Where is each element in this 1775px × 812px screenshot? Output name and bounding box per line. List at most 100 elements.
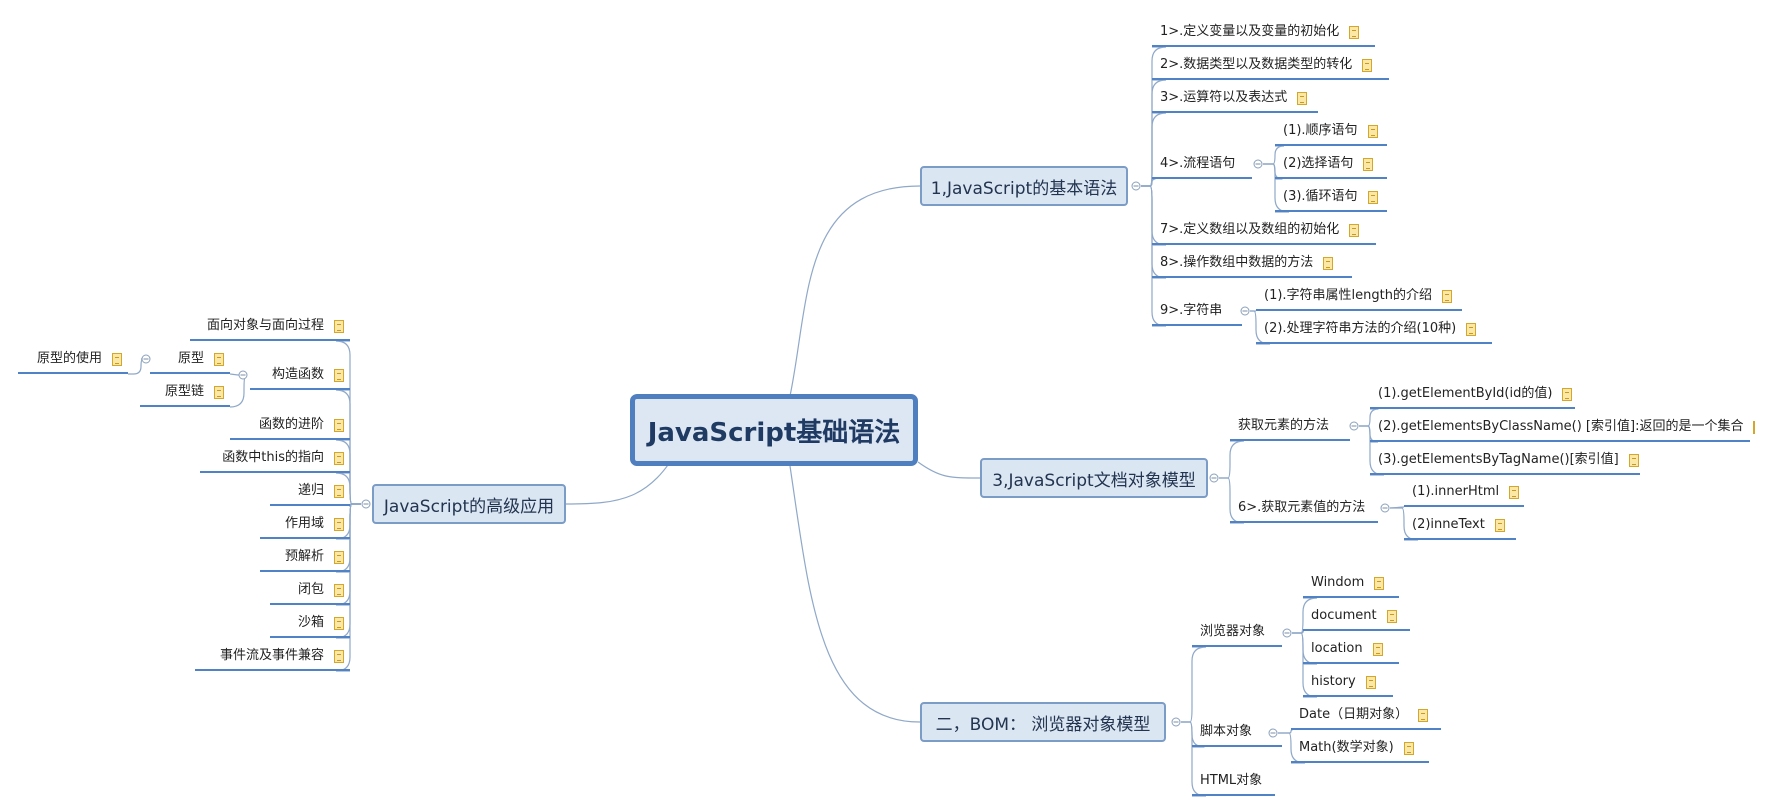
leaf-windom[interactable]: Windom — [1303, 569, 1399, 598]
collapse-icon[interactable] — [1171, 717, 1181, 727]
collapse-icon[interactable] — [1349, 421, 1359, 431]
note-icon[interactable] — [1323, 257, 1334, 270]
collapse-icon[interactable] — [1253, 159, 1263, 169]
note-icon[interactable] — [334, 617, 344, 630]
collapse-icon[interactable] — [141, 354, 151, 364]
collapse-icon[interactable] — [1380, 503, 1390, 513]
connector-browser-objects — [1292, 597, 1318, 634]
note-icon[interactable] — [334, 551, 344, 564]
note-icon[interactable] — [1365, 676, 1376, 689]
leaf-select-statement[interactable]: (2)选择语句 — [1275, 150, 1387, 179]
note-icon[interactable] — [1386, 610, 1397, 623]
note-icon[interactable] — [334, 369, 344, 382]
leaf-array-methods[interactable]: 8>.操作数组中数据的方法 — [1152, 249, 1352, 278]
collapse-icon[interactable] — [1131, 181, 1141, 191]
note-icon[interactable] — [1509, 486, 1520, 499]
note-icon[interactable] — [334, 320, 344, 333]
leaf-operators[interactable]: 3>.运算符以及表达式 — [1152, 84, 1318, 113]
collapse-icon[interactable] — [238, 370, 248, 380]
leaf-document[interactable]: document — [1303, 602, 1410, 631]
leaf-event-flow[interactable]: 事件流及事件兼容 — [195, 642, 350, 671]
leaf-get-elements[interactable]: 获取元素的方法 — [1230, 412, 1350, 441]
note-icon[interactable] — [334, 518, 344, 531]
note-icon[interactable] — [214, 353, 224, 366]
leaf-define-variables[interactable]: 1>.定义变量以及变量的初始化 — [1152, 18, 1375, 47]
leaf-browser-objects[interactable]: 浏览器对象 — [1192, 618, 1282, 647]
note-icon[interactable] — [214, 386, 224, 399]
note-icon[interactable] — [1753, 421, 1756, 434]
note-icon[interactable] — [1562, 388, 1573, 401]
note-icon[interactable] — [334, 419, 344, 432]
note-icon[interactable] — [1494, 519, 1505, 532]
note-icon[interactable] — [334, 584, 344, 597]
leaf-date-object[interactable]: Date（日期对象） — [1291, 701, 1441, 730]
leaf-string-length[interactable]: (1).字符串属性length的介绍 — [1256, 282, 1462, 311]
leaf-scope[interactable]: 作用域 — [260, 510, 350, 539]
topic-bom[interactable]: 二，BOM： 浏览器对象模型 — [920, 702, 1166, 742]
note-icon[interactable] — [1403, 742, 1414, 755]
leaf-html-objects[interactable]: HTML对象 — [1192, 767, 1275, 796]
leaf-strings[interactable]: 9>.字符串 — [1152, 297, 1242, 326]
leaf-get-element-values[interactable]: 6>.获取元素值的方法 — [1230, 494, 1378, 523]
leaf-oop-vs-procedural[interactable]: 面向对象与面向过程 — [190, 312, 350, 341]
leaf-sequence-statement[interactable]: (1).顺序语句 — [1275, 117, 1387, 146]
leaf-recursion[interactable]: 递归 — [270, 477, 350, 506]
note-icon[interactable] — [334, 485, 344, 498]
note-icon[interactable] — [1362, 59, 1373, 72]
leaf-inner-html[interactable]: (1).innerHtml — [1404, 478, 1524, 507]
leaf-prototype-usage[interactable]: 原型的使用 — [18, 345, 128, 374]
leaf-this-binding[interactable]: 函数中this的指向 — [200, 444, 350, 473]
note-icon[interactable] — [1466, 323, 1477, 336]
connector-advanced-items — [335, 472, 361, 505]
leaf-data-types[interactable]: 2>.数据类型以及数据类型的转化 — [1152, 51, 1389, 80]
note-icon[interactable] — [1372, 643, 1383, 656]
connector-bom-items — [1181, 646, 1207, 723]
leaf-math-object[interactable]: Math(数学对象) — [1291, 734, 1429, 763]
note-icon[interactable] — [1367, 191, 1378, 204]
leaf-history[interactable]: history — [1303, 668, 1393, 697]
connector-dom-items — [1219, 440, 1245, 479]
leaf-get-elements-by-tag[interactable]: (3).getElementsByTagName()[索引值] — [1370, 446, 1640, 475]
connector-get-elements — [1359, 408, 1379, 427]
leaf-sandbox[interactable]: 沙箱 — [270, 609, 350, 638]
note-icon[interactable] — [1363, 158, 1374, 171]
leaf-define-arrays[interactable]: 7>.定义数组以及数组的初始化 — [1152, 216, 1376, 245]
leaf-constructor[interactable]: 构造函数 — [250, 361, 350, 390]
topic-dom[interactable]: 3,JavaScript文档对象模型 — [980, 458, 1208, 498]
collapse-icon[interactable] — [1209, 473, 1219, 483]
note-icon[interactable] — [112, 353, 122, 366]
leaf-get-element-by-id[interactable]: (1).getElementById(id的值) — [1370, 380, 1575, 409]
note-icon[interactable] — [1297, 92, 1308, 105]
leaf-script-objects[interactable]: 脚本对象 — [1192, 718, 1282, 747]
collapse-icon[interactable] — [1282, 628, 1292, 638]
note-icon[interactable] — [1374, 577, 1385, 590]
note-icon[interactable] — [1367, 125, 1378, 138]
leaf-flow-statements[interactable]: 4>.流程语句 — [1152, 150, 1252, 179]
note-icon[interactable] — [334, 452, 344, 465]
topic-advanced[interactable]: JavaScript的高级应用 — [372, 484, 566, 524]
leaf-prototype-chain[interactable]: 原型链 — [140, 378, 230, 407]
central-topic[interactable]: JavaScript基础语法 — [630, 394, 918, 466]
note-icon[interactable] — [1349, 224, 1360, 237]
collapse-icon[interactable] — [1240, 306, 1250, 316]
leaf-hoisting[interactable]: 预解析 — [260, 543, 350, 572]
connector-central-bom — [789, 465, 921, 723]
collapse-icon[interactable] — [361, 499, 371, 509]
note-icon[interactable] — [1418, 709, 1429, 722]
leaf-loop-statement[interactable]: (3).循环语句 — [1275, 183, 1387, 212]
note-icon[interactable] — [1349, 26, 1360, 39]
note-icon[interactable] — [334, 650, 344, 663]
leaf-advanced-functions[interactable]: 函数的进阶 — [230, 411, 350, 440]
topic-basic-syntax[interactable]: 1,JavaScript的基本语法 — [920, 166, 1128, 206]
collapse-icon[interactable] — [1268, 728, 1278, 738]
leaf-closure[interactable]: 闭包 — [270, 576, 350, 605]
connector-constructor-items — [229, 373, 239, 376]
leaf-inne-text[interactable]: (2)inneText — [1404, 511, 1516, 540]
leaf-prototype[interactable]: 原型 — [150, 345, 230, 374]
connector-central-basic — [789, 185, 921, 397]
note-icon[interactable] — [1628, 454, 1639, 467]
note-icon[interactable] — [1442, 290, 1452, 303]
leaf-string-methods[interactable]: (2).处理字符串方法的介绍(10种) — [1256, 315, 1492, 344]
leaf-location[interactable]: location — [1303, 635, 1399, 664]
leaf-get-elements-by-class[interactable]: (2).getElementsByClassName() [索引值]:返回的是一… — [1370, 413, 1756, 442]
